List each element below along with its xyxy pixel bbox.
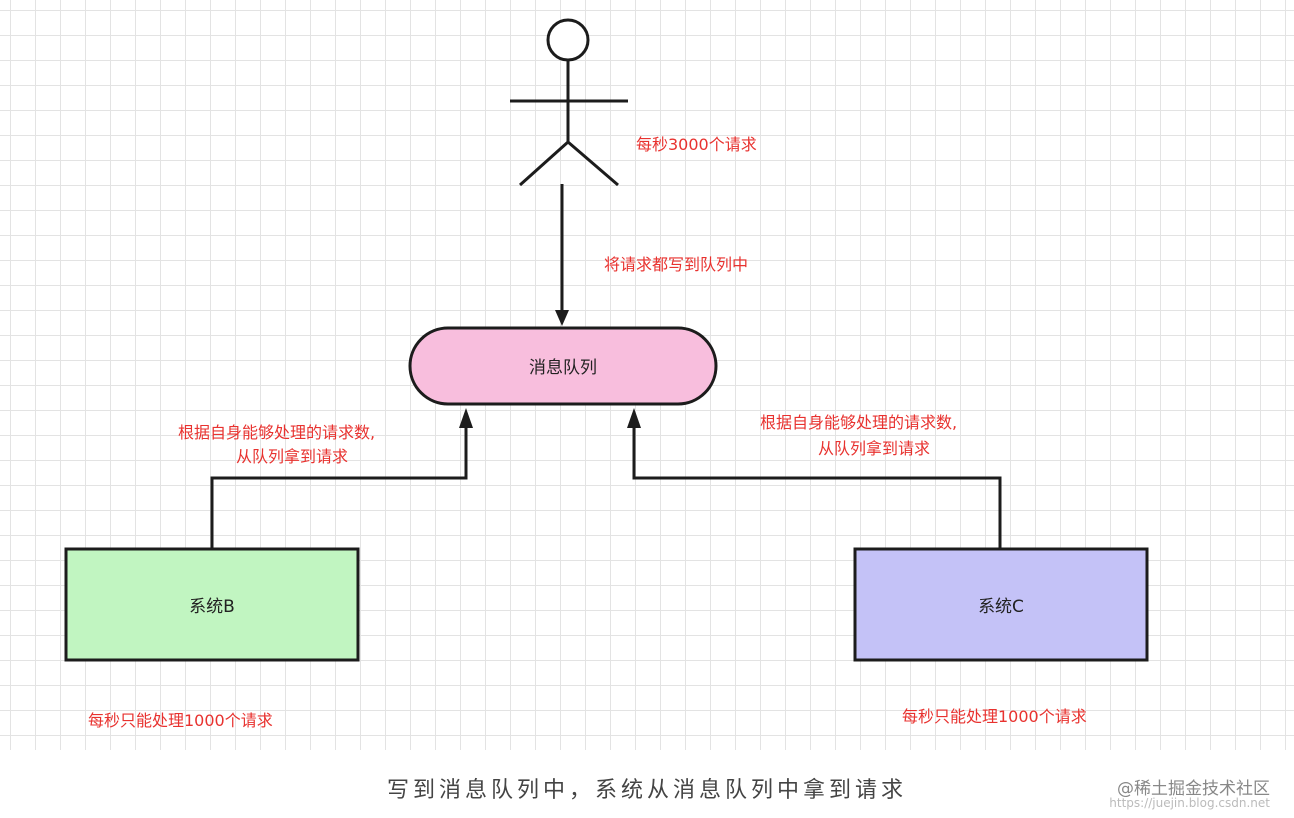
capacity-b-label: 每秒只能处理1000个请求 [88,711,273,730]
watermark-text: @稀土掘金技术社区 [1117,779,1270,799]
message-queue-node [408,326,718,406]
message-queue-label: 消息队列 [529,358,597,378]
pull-left-label-line1: 根据自身能够处理的请求数, [178,423,375,442]
pull-right-label-line1: 根据自身能够处理的请求数, [760,413,957,432]
figure-caption: 写到消息队列中，系统从消息队列中拿到请求 [386,778,907,803]
watermark-url: https://juejin.blog.csdn.net [1109,796,1270,810]
arrow-head-system-c [627,408,641,428]
user-actor-icon [510,18,628,187]
capacity-c-label: 每秒只能处理1000个请求 [902,707,1087,726]
connector-system-b-to-queue [210,424,468,548]
pull-right-label-line2: 从队列拿到请求 [818,439,930,458]
diagram-canvas: 每秒3000个请求 将请求都写到队列中 消息队列 根据自身能够处理的请求数, 从… [64,18,1149,730]
arrow-head-system-b [459,408,473,428]
system-b-label: 系统B [189,597,235,617]
caption-bar [0,750,1294,818]
pull-left-label-line2: 从队列拿到请求 [236,447,348,466]
arrow-head-user-to-queue [555,310,569,326]
system-c-node [853,547,1149,662]
system-c-label: 系统C [978,597,1024,617]
write-to-queue-label: 将请求都写到队列中 [604,255,748,274]
rate-top-label: 每秒3000个请求 [636,135,757,154]
connector-system-c-to-queue [632,424,1002,548]
system-b-node [64,547,360,662]
